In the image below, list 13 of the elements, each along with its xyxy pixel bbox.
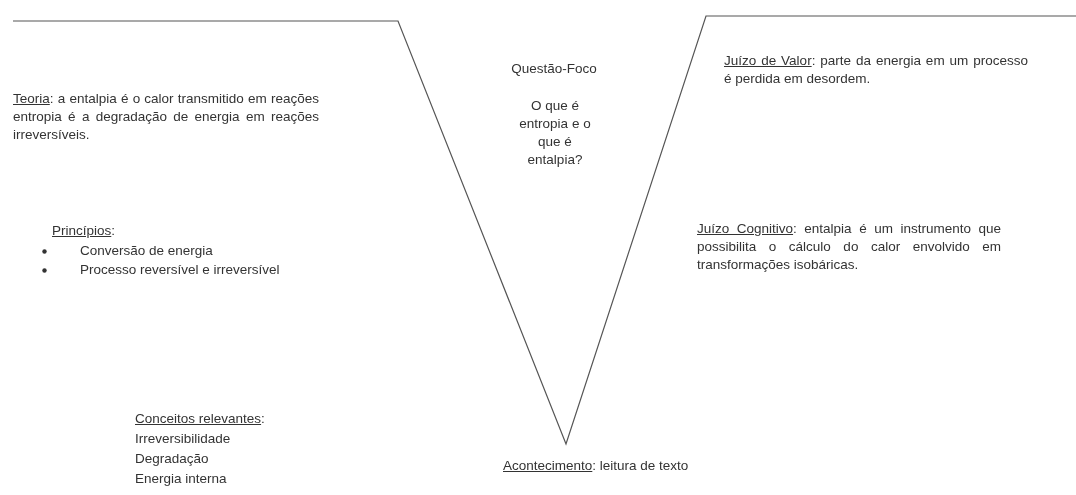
section-text: Princípios: xyxy=(52,222,117,240)
label-text: Questão-Foco xyxy=(510,60,598,78)
section-text: Juízo Cognitivo: entalpia é um instrumento que possibilita o cálculo do calor envolvido em transformações isobáricas. xyxy=(697,220,1001,274)
section-text: Acontecimento: leitura de texto xyxy=(503,457,690,475)
label-text: O que é entropia e o que é entalpia? xyxy=(518,97,592,169)
label-text: Irreversibilidade xyxy=(135,430,232,448)
label-text: Energia interna xyxy=(135,470,228,488)
bullet-item: Conversão de energia xyxy=(80,243,213,258)
section-text: Conceitos relevantes: xyxy=(135,410,266,428)
bullet-item: Processo reversível e irreversível xyxy=(80,262,280,277)
label-text: Degradação xyxy=(135,450,210,468)
section-text: Teoria: a entalpia é o calor transmitido em reações entropia é a degradação de energia em reações irreversíveis. xyxy=(13,90,319,144)
section-text: Juízo de Valor: parte da energia em um processo é perdida em desordem. xyxy=(724,52,1028,88)
